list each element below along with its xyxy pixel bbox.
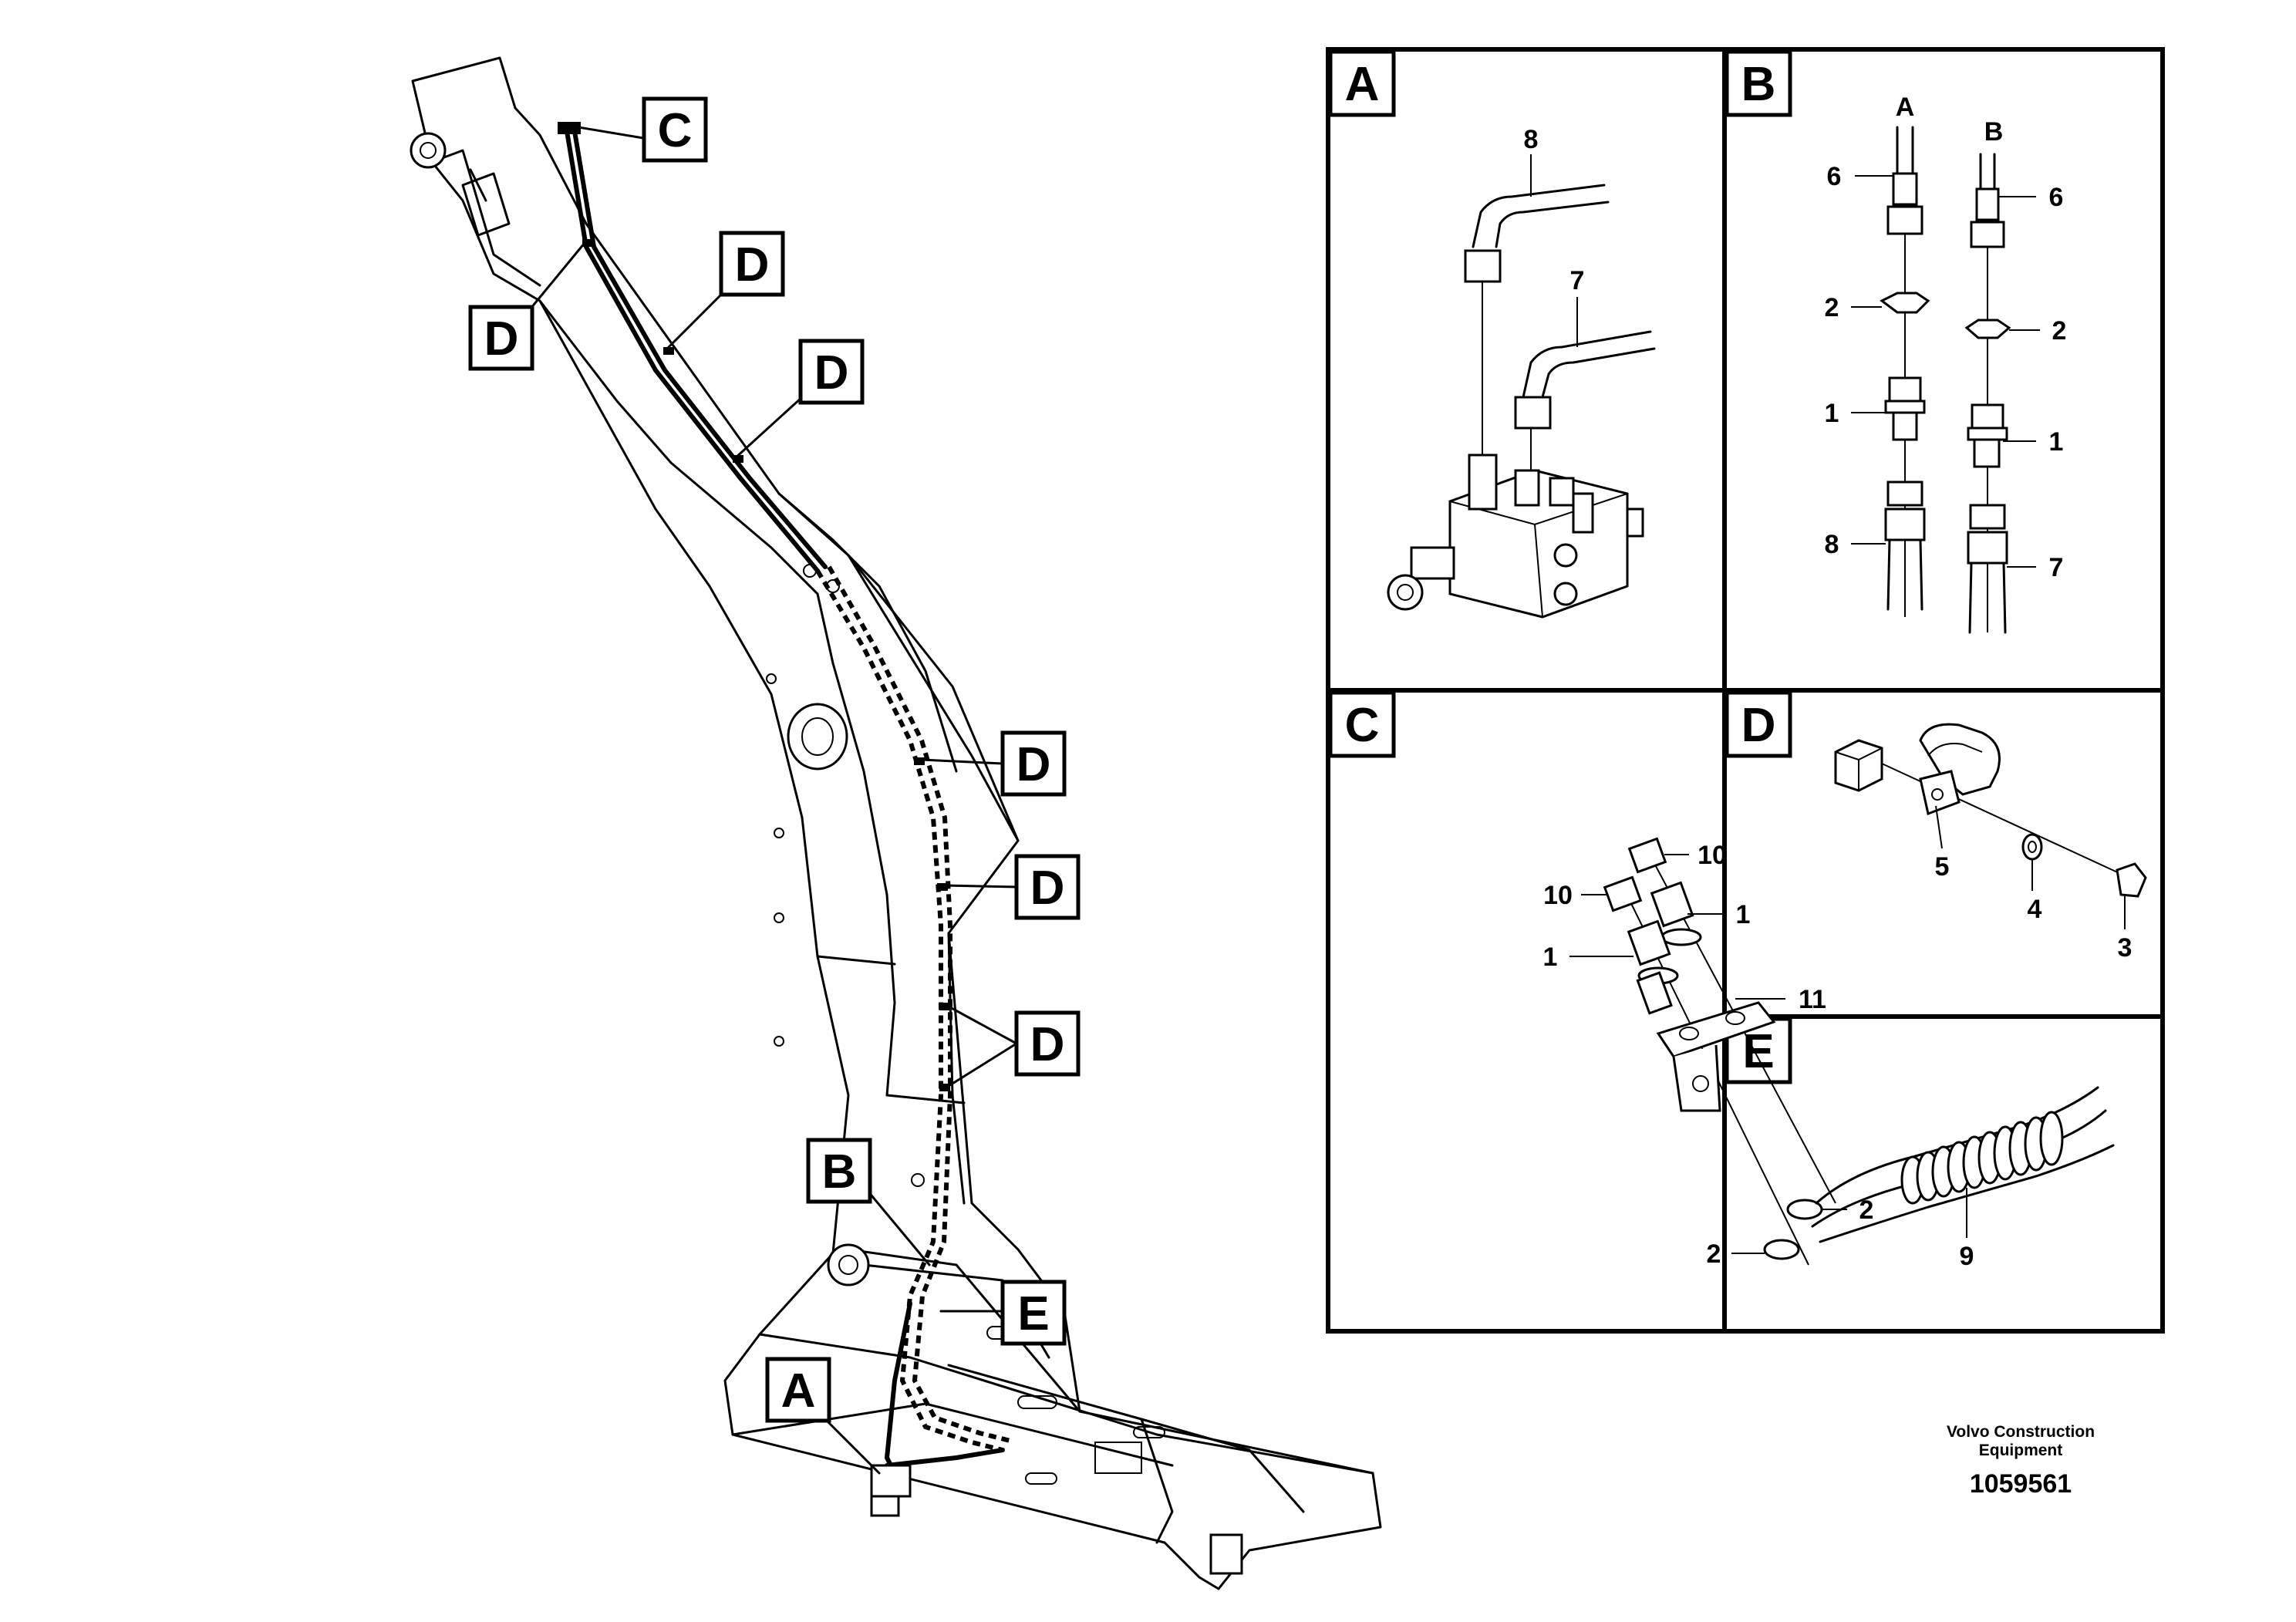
svg-text:B: B	[1741, 58, 1776, 111]
svg-text:6: 6	[1827, 162, 1842, 191]
svg-text:C: C	[1345, 699, 1380, 752]
panel-label-b: B	[1725, 49, 1792, 117]
svg-text:D: D	[1017, 738, 1051, 791]
svg-text:E: E	[1742, 1025, 1774, 1078]
svg-text:7: 7	[1570, 266, 1585, 295]
svg-text:A: A	[781, 1364, 816, 1418]
panel-label-e: E	[1725, 1017, 1792, 1084]
svg-text:B: B	[822, 1145, 857, 1199]
svg-text:10: 10	[1543, 881, 1573, 910]
boom-drawing	[410, 56, 1382, 1590]
svg-text:9: 9	[1960, 1242, 1974, 1271]
brand-label: Volvo Construction Equipment	[1882, 1423, 2159, 1460]
brand-line-2: Equipment	[1978, 1442, 2063, 1459]
panel-label-a: A	[1328, 49, 1396, 117]
main-callouts: C D D D D D D B	[468, 96, 1081, 1423]
svg-text:D: D	[735, 238, 770, 292]
callout-d-main-4: D	[1000, 730, 1067, 797]
callout-d-main-6: D	[1014, 1010, 1081, 1077]
panel-d-clamp: 5 4 3	[1834, 723, 2147, 963]
svg-text:7: 7	[2049, 553, 2064, 582]
svg-text:11: 11	[1799, 985, 1826, 1014]
panel-e-spiral-wrap: 9	[1811, 1086, 2115, 1271]
svg-text:6: 6	[2049, 183, 2064, 212]
spiral-coils	[1900, 1111, 2064, 1205]
hose-routing	[558, 122, 1011, 1517]
svg-text:2: 2	[1859, 1195, 1874, 1225]
callout-e-main: E	[1000, 1280, 1067, 1346]
svg-text:8: 8	[1825, 530, 1839, 559]
callout-c-main: C	[642, 96, 708, 163]
panel-c-bracket: 10 10 1 1 11 2 2	[1543, 837, 1874, 1269]
svg-text:D: D	[1030, 862, 1065, 915]
svg-text:D: D	[1741, 699, 1776, 752]
callout-a-main: A	[765, 1357, 831, 1423]
svg-text:E: E	[1017, 1287, 1049, 1340]
svg-text:2: 2	[1707, 1239, 1721, 1269]
callout-b-main: B	[806, 1138, 872, 1204]
svg-text:B: B	[1984, 117, 2004, 147]
detail-panels: A B C D E	[1326, 47, 2165, 1334]
svg-text:3: 3	[2118, 933, 2132, 963]
brand-line-1: Volvo Construction	[1946, 1423, 2095, 1441]
panel-b-couplings: A B	[1825, 93, 2067, 634]
callout-d-main-2: D	[719, 231, 785, 297]
svg-text:2: 2	[2052, 316, 2067, 346]
svg-text:2: 2	[1825, 293, 1839, 322]
leader-lines	[529, 126, 1018, 1475]
svg-text:A: A	[1345, 58, 1380, 111]
callout-d-main-5: D	[1014, 854, 1081, 920]
svg-text:D: D	[484, 312, 519, 366]
svg-text:D: D	[814, 346, 849, 400]
svg-text:1: 1	[1543, 943, 1558, 972]
svg-text:5: 5	[1935, 852, 1950, 882]
svg-text:D: D	[1030, 1018, 1065, 1071]
drawing-number: 1059561	[1969, 1469, 2072, 1499]
svg-text:4: 4	[2028, 895, 2042, 924]
svg-text:1: 1	[2049, 427, 2064, 457]
svg-text:10: 10	[1698, 841, 1727, 870]
svg-text:1: 1	[1736, 900, 1751, 929]
svg-text:A: A	[1896, 93, 1915, 122]
svg-text:8: 8	[1524, 125, 1539, 154]
svg-text:1: 1	[1825, 399, 1839, 428]
panel-a-valve: 8 7	[1387, 125, 1656, 619]
callout-d-main-1: D	[468, 305, 534, 371]
svg-text:C: C	[658, 104, 693, 157]
callout-d-main-3: D	[798, 339, 865, 405]
panel-label-c: C	[1328, 690, 1396, 758]
panel-label-d: D	[1725, 690, 1792, 758]
